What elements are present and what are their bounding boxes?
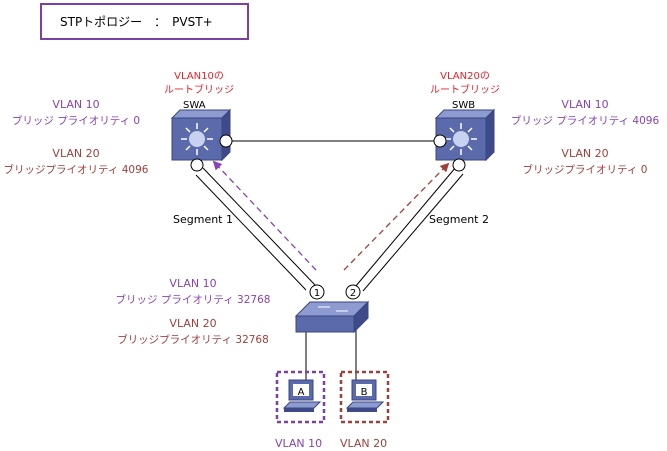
swa-vlan10-priority: ブリッジ プライオリティ 0 (12, 114, 140, 127)
access-vlan10-priority: ブリッジ プライオリティ 32768 (116, 293, 271, 306)
multilayer-switch-icon (170, 108, 232, 162)
host-b-vlan-frame (339, 370, 390, 424)
vlan10-bpdu-arrow (212, 160, 317, 271)
port-2-marker: 2 (345, 284, 361, 300)
access-vlan20-priority: ブリッジプライオリティ 32768 (117, 333, 269, 346)
title-box: STPトポロジー ： PVST+ (40, 3, 249, 40)
pc-icon (345, 379, 385, 412)
swb-vlan10-label: VLAN 10 (561, 98, 608, 111)
swb-switch[interactable]: SWB (433, 100, 496, 172)
host-a-vlan: VLAN 10 (275, 437, 322, 450)
segment1-label: Segment 1 (173, 213, 233, 226)
swb-port-left (433, 134, 447, 148)
swb-vlan10-priority: ブリッジ プライオリティ 4096 (511, 114, 660, 127)
swb-port-bottom (452, 158, 466, 172)
multilayer-switch-icon (434, 108, 496, 162)
swb-vlan20-label: VLAN 20 (561, 147, 608, 160)
swa-root-note-line1: VLAN10の (174, 71, 224, 82)
host-b-vlan: VLAN 20 (340, 437, 387, 450)
host-a-label: A (298, 387, 305, 398)
swa-root-note-line2: ルートブリッジ (164, 83, 234, 96)
swb-name: SWB (452, 100, 475, 111)
swb-root-note-line1: VLAN20の (440, 71, 490, 82)
swa-vlan10-label: VLAN 10 (52, 98, 99, 111)
access-vlan10-label: VLAN 10 (169, 277, 216, 290)
pc-icon (282, 379, 322, 412)
segment2-link (354, 166, 457, 288)
host-a[interactable]: A VLAN 10 (275, 370, 326, 450)
svg-text:1: 1 (314, 288, 320, 299)
segment2-label: Segment 2 (429, 213, 489, 226)
segment1-link-second (195, 174, 307, 291)
access-switch[interactable]: 1 2 (294, 284, 370, 334)
swa-vlan20-priority: ブリッジプライオリティ 4096 (4, 163, 149, 176)
port-1-marker: 1 (309, 284, 325, 300)
vlan20-bpdu-arrow (343, 162, 450, 271)
swa-port-bottom (190, 158, 204, 172)
segment1-link (202, 167, 317, 287)
diagram-title: STPトポロジー ： PVST+ (60, 15, 213, 29)
svg-text:2: 2 (350, 288, 356, 299)
workgroup-switch-icon (294, 300, 370, 334)
segment2-link-second (362, 173, 464, 292)
host-b[interactable]: B VLAN 20 (339, 370, 390, 450)
access-vlan20-label: VLAN 20 (169, 317, 216, 330)
host-a-vlan-frame (275, 370, 326, 424)
swb-vlan20-priority: ブリッジプライオリティ 0 (523, 163, 648, 176)
swa-vlan20-label: VLAN 20 (52, 147, 99, 160)
swb-root-note-line2: ルートブリッジ (430, 83, 500, 96)
swa-name: SWA (183, 100, 206, 111)
swa-port-right (219, 134, 233, 148)
swa-switch[interactable]: SWA (170, 100, 233, 172)
host-b-label: B (361, 387, 368, 398)
